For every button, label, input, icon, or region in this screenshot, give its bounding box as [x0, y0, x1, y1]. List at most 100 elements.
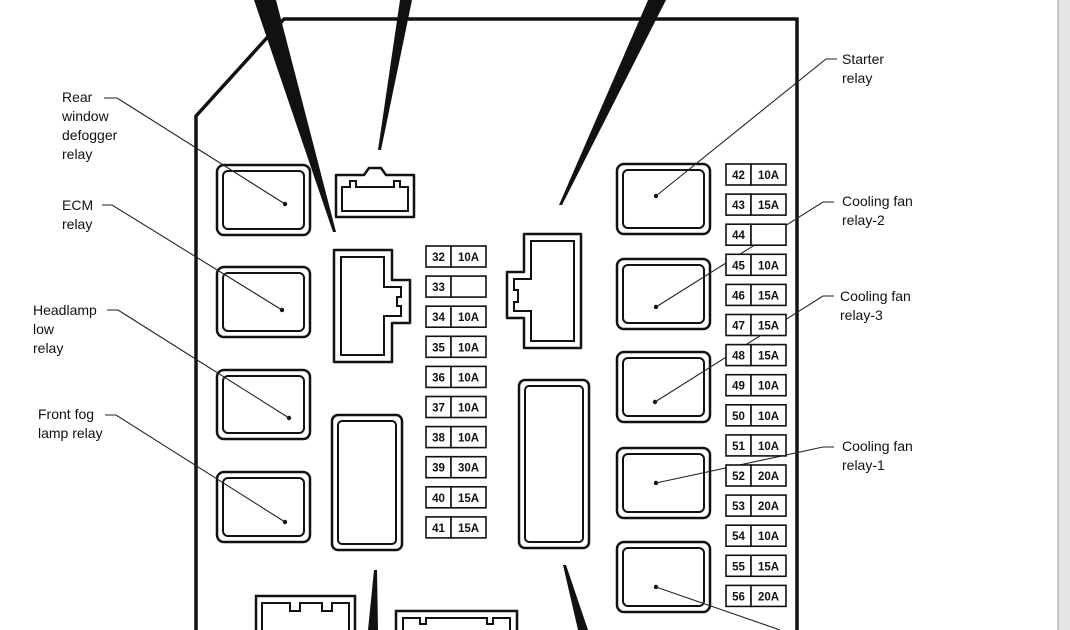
fuse-slot: 41 15A [425, 516, 487, 539]
fuse-rating: 20A [758, 591, 779, 603]
fuse-rating: 20A [758, 501, 779, 513]
relay-ecm [215, 265, 312, 339]
relay-front-fog [215, 470, 312, 544]
fuse-slot: 44 [725, 223, 787, 246]
label-cooling-fan-relay-3: Cooling fan relay-3 [840, 288, 911, 323]
connector-left-middle [332, 248, 412, 364]
fuse-number: 48 [732, 351, 745, 363]
fuse-number: 54 [732, 531, 745, 543]
fuse-slot: 54 10A [725, 524, 787, 548]
relay-rear-defogger [215, 163, 312, 237]
fuse-rating: 10A [758, 441, 779, 453]
fuse-rating: 10A [458, 403, 479, 415]
slot-right-tall [517, 378, 591, 550]
fuse-slot: 51 10A [725, 434, 787, 457]
fuse-number: 38 [432, 433, 445, 445]
fuse-number: 53 [732, 501, 745, 513]
label-ecm-relay: ECM relay [62, 197, 94, 232]
fuse-number: 46 [732, 290, 745, 302]
fuse-number: 36 [432, 372, 445, 384]
fuse-slot: 39 30A [425, 455, 487, 479]
fuse-rating: 30A [458, 463, 479, 475]
relay-headlamp-low [215, 368, 312, 441]
fuse-slot: 47 15A [725, 313, 787, 337]
fuse-number: 40 [432, 493, 445, 505]
fuse-slot: 38 10A [425, 425, 487, 449]
connector-right-middle [505, 232, 583, 350]
fuse-number: 35 [432, 342, 445, 354]
fuse-rating: 10A [458, 372, 479, 384]
fuse-number: 50 [732, 411, 745, 423]
fuse-slot: 42 10A [725, 163, 787, 186]
fuse-rating: 10A [758, 260, 779, 272]
fuse-slot: 52 20A [725, 464, 787, 487]
relay-bottom-right [615, 540, 712, 614]
relay-cooling-fan-1 [615, 446, 712, 520]
label-starter-relay: Starter relay [842, 51, 885, 86]
label-rear-defogger-relay: Rear window defogger relay [62, 89, 118, 162]
fuse-slot: 45 10A [725, 253, 787, 277]
fuse-rating: 15A [758, 561, 779, 573]
pointer-wedge [378, 0, 412, 150]
fuse-rating: 10A [458, 312, 479, 324]
fuse-slot: 56 20A [725, 584, 787, 608]
fuse-slot: 55 15A [725, 554, 787, 578]
fuse-number: 56 [732, 591, 745, 603]
fuse-box-outline [194, 17, 799, 630]
fuse-slot: 48 15A [725, 343, 787, 367]
fuse-rating: 10A [758, 531, 779, 543]
fuse-number: 52 [732, 471, 745, 483]
label-front-fog-lamp-relay: Front fog lamp relay [38, 406, 103, 441]
fuse-rating: 15A [758, 321, 779, 333]
fuse-rating: 10A [758, 411, 779, 423]
relay-starter [615, 162, 712, 236]
fuse-number: 44 [732, 230, 745, 242]
fuse-rating: 15A [458, 493, 479, 505]
connector-bottom-left [254, 594, 357, 630]
leader-lines [102, 58, 837, 630]
fuse-slot: 36 10A [425, 365, 487, 389]
fuse-number: 43 [732, 200, 745, 212]
fuse-slot: 32 10A [425, 245, 487, 268]
fuse-rating: 15A [758, 290, 779, 302]
fuse-number: 42 [732, 170, 745, 182]
fuse-rating: 10A [458, 342, 479, 354]
fuse-number: 55 [732, 561, 745, 573]
fuse-slot: 40 15A [425, 485, 487, 509]
fuse-slot: 33 [425, 275, 487, 298]
fuse-rating: 15A [458, 523, 479, 535]
fuse-number: 47 [732, 321, 745, 333]
pointer-wedge [254, 0, 336, 232]
fuse-number: 34 [432, 312, 445, 324]
fuse-rating: 10A [758, 381, 779, 393]
fuse-rating: 10A [458, 433, 479, 445]
slot-left-tall [330, 413, 404, 552]
connector-bottom-middle [394, 609, 519, 630]
page-right-edge [1058, 0, 1070, 630]
label-cooling-fan-relay-2: Cooling fan relay-2 [842, 193, 913, 228]
fuse-rating: 10A [758, 170, 779, 182]
fuse-number: 39 [432, 463, 445, 475]
relay-cooling-fan-2 [615, 257, 712, 331]
fuse-slot: 43 15A [725, 193, 787, 216]
fuse-rating: 20A [758, 471, 779, 483]
fuse-slot: 35 10A [425, 335, 487, 359]
label-headlamp-low-relay: Headlamp low relay [33, 302, 97, 356]
fuse-number: 32 [432, 252, 445, 264]
pointer-wedge [563, 565, 588, 630]
fuse-slot: 50 10A [725, 403, 787, 427]
fuse-number: 41 [432, 523, 445, 535]
label-cooling-fan-relay-1: Cooling fan relay-1 [842, 438, 913, 473]
fuse-rating: 15A [758, 351, 779, 363]
fuse-rating: 10A [458, 252, 479, 264]
fuse-number: 45 [732, 260, 745, 272]
fuse-number: 51 [732, 441, 745, 453]
fuse-slot: 53 20A [725, 494, 787, 517]
pointer-wedge [368, 570, 378, 630]
fuse-rating: 15A [758, 200, 779, 212]
